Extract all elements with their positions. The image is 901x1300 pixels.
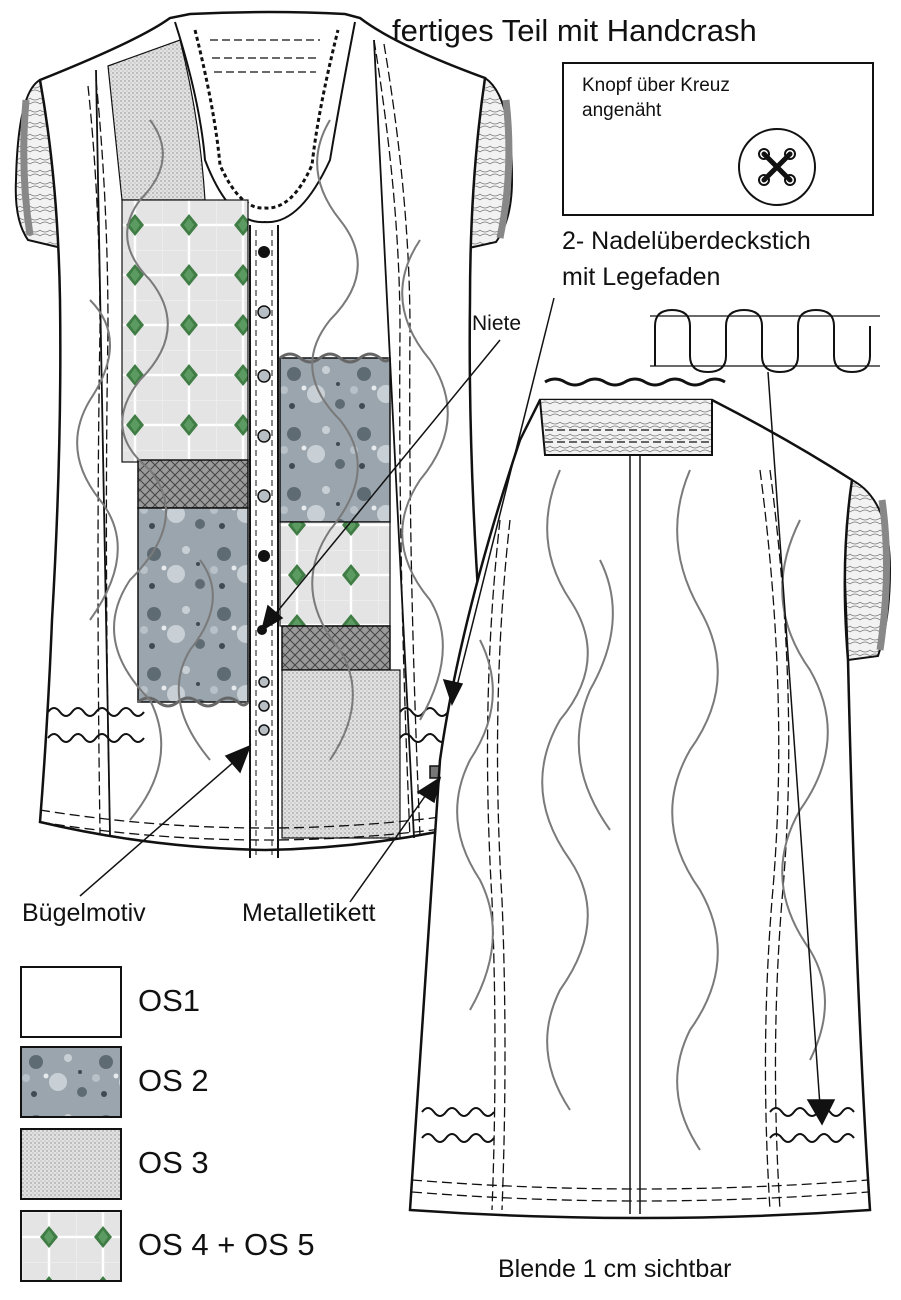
front-mesh-band-left xyxy=(137,459,249,509)
stitch-note-line1: 2- Nadelüberdeckstich xyxy=(562,227,811,255)
front-view xyxy=(14,10,514,858)
legend-label-os2: OS 2 xyxy=(138,1063,209,1098)
back-view xyxy=(408,377,892,1220)
callout-rivet: Niete xyxy=(472,312,522,335)
front-placket xyxy=(249,225,279,858)
front-handcrash-lines xyxy=(76,119,449,821)
legend-label-os3: OS 3 xyxy=(138,1145,209,1180)
front-buttons xyxy=(257,305,271,736)
front-mesh-band-right xyxy=(281,625,391,671)
page-title: fertiges Teil mit Handcrash xyxy=(392,13,757,48)
callout-arrows xyxy=(79,297,836,1126)
callout-metal-label: Metalletikett xyxy=(242,899,376,927)
front-patch-os4-right xyxy=(279,521,391,627)
legend-label-os1: OS1 xyxy=(138,983,201,1018)
front-collar xyxy=(174,21,356,224)
front-patch-os4-left xyxy=(121,199,249,463)
legend-swatch-os2 xyxy=(20,1046,122,1118)
arrow-ribbon-back xyxy=(806,1099,836,1126)
legend-swatch-os3 xyxy=(20,1128,122,1200)
back-collar xyxy=(539,399,713,456)
back-handcrash-lines xyxy=(456,469,829,1151)
arrow-iron-on xyxy=(224,744,252,774)
front-patch-os2-right xyxy=(279,357,391,523)
legend-swatch-os4-os5 xyxy=(20,1210,122,1282)
callout-facing: Blende 1 cm sichtbar xyxy=(498,1255,732,1283)
back-ribbon-right xyxy=(769,1107,855,1143)
button-note-box: Knopf über Kreuz angenäht xyxy=(562,62,874,216)
front-patch-os2-left xyxy=(137,507,249,703)
back-ribbon-left xyxy=(421,1107,495,1143)
front-patch-os3-right xyxy=(281,669,401,839)
callout-iron-on: Bügelmotiv xyxy=(22,899,146,927)
stitch-note-line2: mit Legefaden xyxy=(562,263,721,291)
arrow-rivet xyxy=(260,604,284,632)
arrow-ribbon-front xyxy=(442,678,464,706)
button-cross-stitch-icon xyxy=(738,128,816,206)
back-hem xyxy=(411,1179,869,1202)
arrow-metal-label xyxy=(416,776,442,804)
front-hem xyxy=(39,809,491,841)
front-ribbon-left xyxy=(47,707,145,743)
coverstitch-illustration xyxy=(650,308,880,374)
button-note-text: Knopf über Kreuz angenäht xyxy=(582,75,730,121)
legend-swatch-os1 xyxy=(20,966,122,1038)
legend-label-os4-os5: OS 4 + OS 5 xyxy=(138,1227,315,1262)
